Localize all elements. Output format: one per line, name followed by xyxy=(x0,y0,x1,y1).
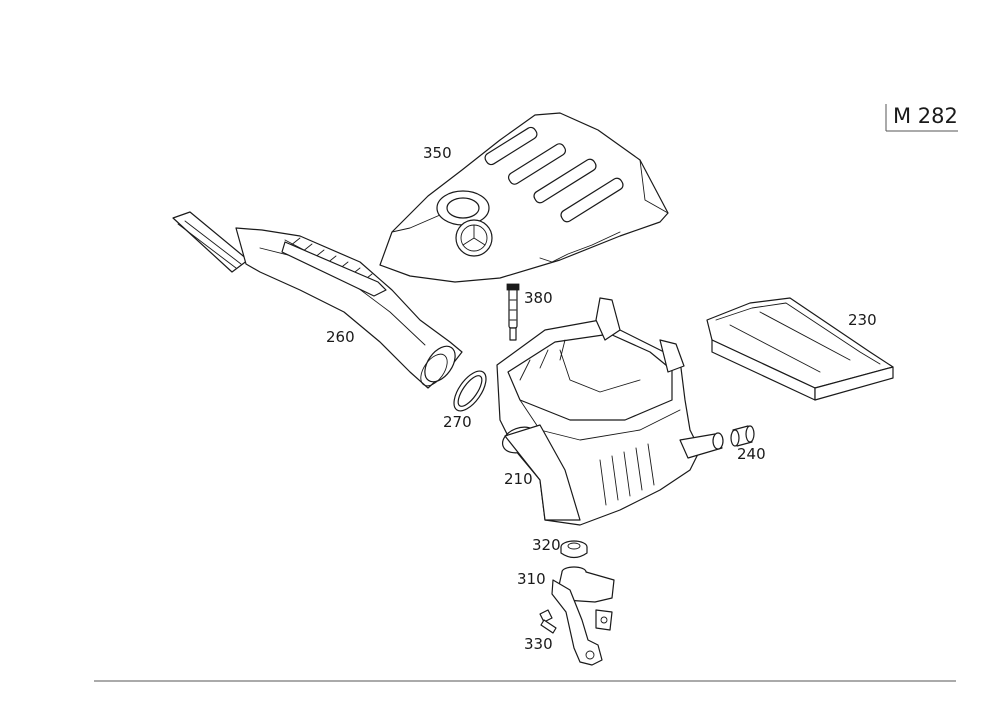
part-label-320[interactable]: 320 xyxy=(532,536,561,554)
grommet-drawing[interactable] xyxy=(730,425,755,447)
engine-code-box: M 282 xyxy=(885,104,958,132)
engine-code: M 282 xyxy=(893,104,958,128)
part-label-230[interactable]: 230 xyxy=(848,311,877,329)
rubber-mount-drawing[interactable] xyxy=(560,540,588,559)
part-label-260[interactable]: 260 xyxy=(326,328,355,346)
intake-duct-drawing[interactable] xyxy=(172,211,463,390)
part-label-310[interactable]: 310 xyxy=(517,570,546,588)
part-label-240[interactable]: 240 xyxy=(737,445,766,463)
seal-ring-drawing[interactable] xyxy=(448,366,492,416)
part-label-270[interactable]: 270 xyxy=(443,413,472,431)
part-label-210[interactable]: 210 xyxy=(504,470,533,488)
part-label-380[interactable]: 380 xyxy=(524,289,553,307)
part-label-330[interactable]: 330 xyxy=(524,635,553,653)
part-label-350[interactable]: 350 xyxy=(423,144,452,162)
bracket-drawing[interactable] xyxy=(551,566,615,666)
air-filter-element-drawing[interactable] xyxy=(706,297,894,401)
pin-drawing[interactable] xyxy=(506,283,520,341)
bolt-drawing[interactable] xyxy=(539,609,557,634)
engine-cover-drawing[interactable] xyxy=(379,112,669,283)
air-filter-housing-drawing[interactable] xyxy=(496,297,724,526)
